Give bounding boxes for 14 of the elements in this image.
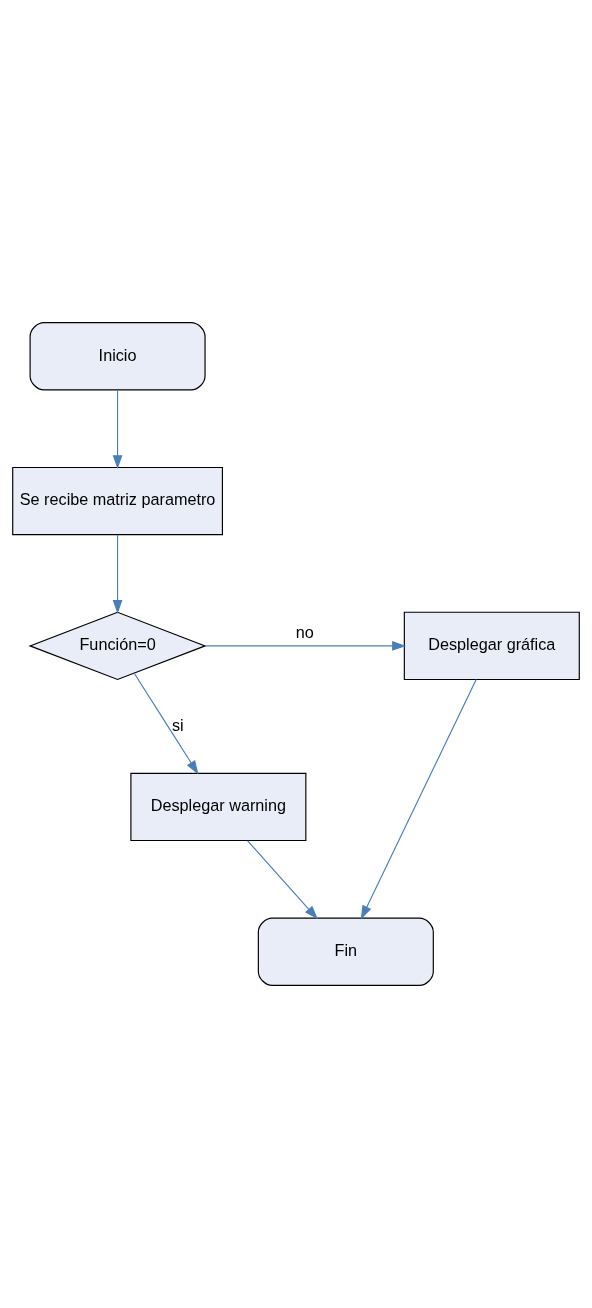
arrow <box>133 672 199 775</box>
edge-label: no <box>295 623 314 642</box>
arrow <box>247 840 318 920</box>
node-box: Fin <box>257 917 434 986</box>
arrow <box>360 678 477 920</box>
node-box: Se recibe matriz parametro <box>12 466 223 536</box>
node-diamond: Función=0 <box>28 611 207 681</box>
node-box: Desplegar gráfica <box>403 611 580 681</box>
arrow <box>204 641 407 651</box>
arrow <box>112 534 123 614</box>
edge-label: si <box>171 715 184 734</box>
node-box: Inicio <box>29 322 206 391</box>
arrow <box>112 389 123 470</box>
node-box: Desplegar warning <box>130 772 307 842</box>
